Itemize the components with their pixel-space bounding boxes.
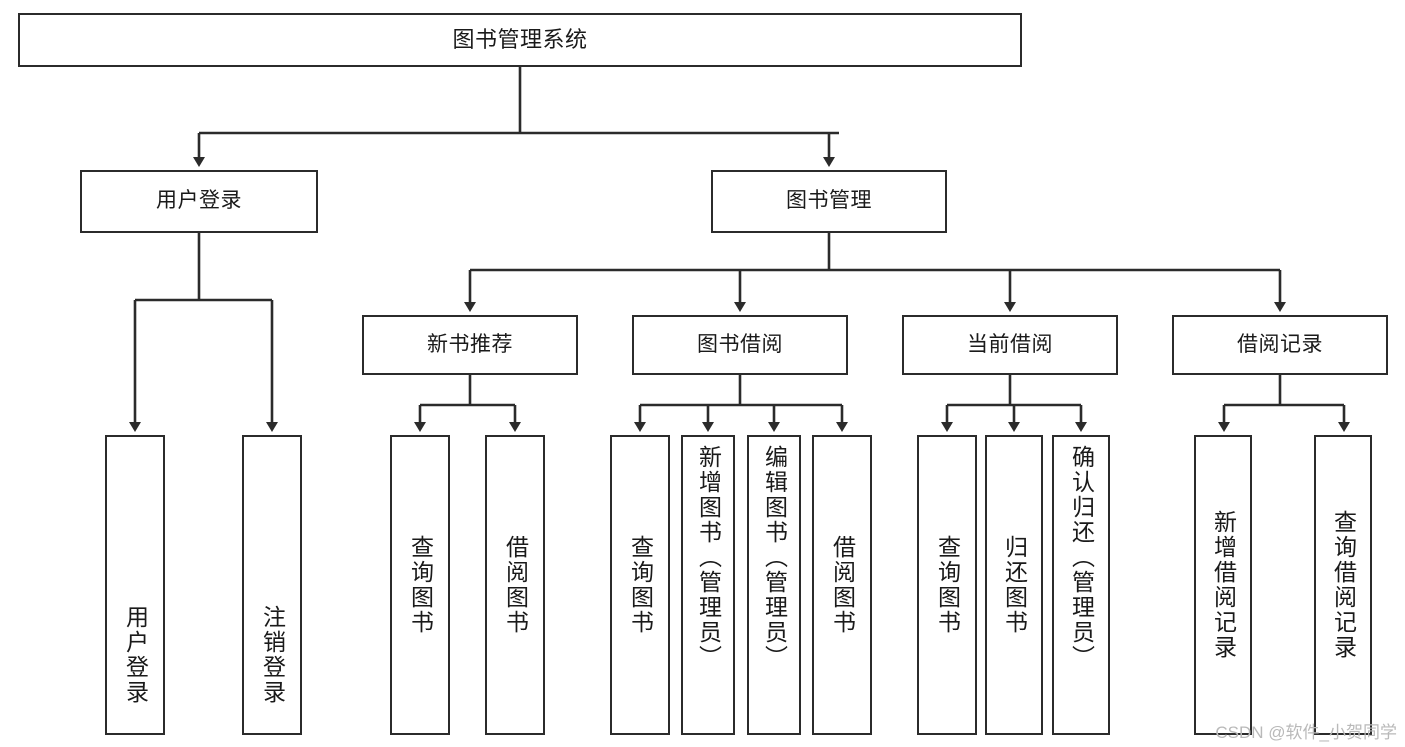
leaf-user-login-label: 用户登录 xyxy=(122,605,149,705)
leaf-borrow-book-nb-label: 借阅图书 xyxy=(502,535,529,635)
leaf-confirm-return-admin[interactable]: 确认归还（管理员） xyxy=(1052,435,1110,735)
leaf-borrow-book-nb[interactable]: 借阅图书 xyxy=(485,435,545,735)
node-book-management[interactable]: 图书管理 xyxy=(711,170,947,233)
leaf-add-book-admin-label: 新增图书（管理员） xyxy=(695,445,722,670)
leaf-add-book-admin[interactable]: 新增图书（管理员） xyxy=(681,435,735,735)
leaf-borrow-book-bb[interactable]: 借阅图书 xyxy=(812,435,872,735)
leaf-query-borrow-record-label: 查询借阅记录 xyxy=(1330,510,1357,660)
node-new-book-recommend[interactable]: 新书推荐 xyxy=(362,315,578,375)
node-book-management-label: 图书管理 xyxy=(786,189,872,213)
node-borrow-record[interactable]: 借阅记录 xyxy=(1172,315,1388,375)
leaf-confirm-return-admin-label: 确认归还（管理员） xyxy=(1068,445,1095,670)
node-user-login-label: 用户登录 xyxy=(156,189,242,213)
node-new-book-recommend-label: 新书推荐 xyxy=(427,332,513,356)
node-root[interactable]: 图书管理系统 xyxy=(18,13,1022,67)
node-root-label: 图书管理系统 xyxy=(452,27,588,53)
leaf-return-book-label: 归还图书 xyxy=(1001,535,1028,635)
leaf-user-login[interactable]: 用户登录 xyxy=(105,435,165,735)
leaf-add-borrow-record-label: 新增借阅记录 xyxy=(1210,510,1237,660)
leaf-logout-label: 注销登录 xyxy=(259,605,286,705)
leaf-query-borrow-record[interactable]: 查询借阅记录 xyxy=(1314,435,1372,735)
leaf-query-book-bb[interactable]: 查询图书 xyxy=(610,435,670,735)
leaf-query-book-bb-label: 查询图书 xyxy=(627,535,654,635)
node-current-borrow[interactable]: 当前借阅 xyxy=(902,315,1118,375)
leaf-edit-book-admin[interactable]: 编辑图书（管理员） xyxy=(747,435,801,735)
leaf-add-borrow-record[interactable]: 新增借阅记录 xyxy=(1194,435,1252,735)
leaf-query-book-cb-label: 查询图书 xyxy=(934,535,961,635)
leaf-borrow-book-bb-label: 借阅图书 xyxy=(829,535,856,635)
node-book-borrow-label: 图书借阅 xyxy=(697,332,783,356)
leaf-edit-book-admin-label: 编辑图书（管理员） xyxy=(761,445,788,670)
node-current-borrow-label: 当前借阅 xyxy=(967,332,1053,356)
leaf-return-book[interactable]: 归还图书 xyxy=(985,435,1043,735)
node-borrow-record-label: 借阅记录 xyxy=(1237,332,1323,356)
node-user-login[interactable]: 用户登录 xyxy=(80,170,318,233)
leaf-query-book-nb-label: 查询图书 xyxy=(407,535,434,635)
leaf-logout[interactable]: 注销登录 xyxy=(242,435,302,735)
node-book-borrow[interactable]: 图书借阅 xyxy=(632,315,848,375)
leaf-query-book-nb[interactable]: 查询图书 xyxy=(390,435,450,735)
leaf-query-book-cb[interactable]: 查询图书 xyxy=(917,435,977,735)
